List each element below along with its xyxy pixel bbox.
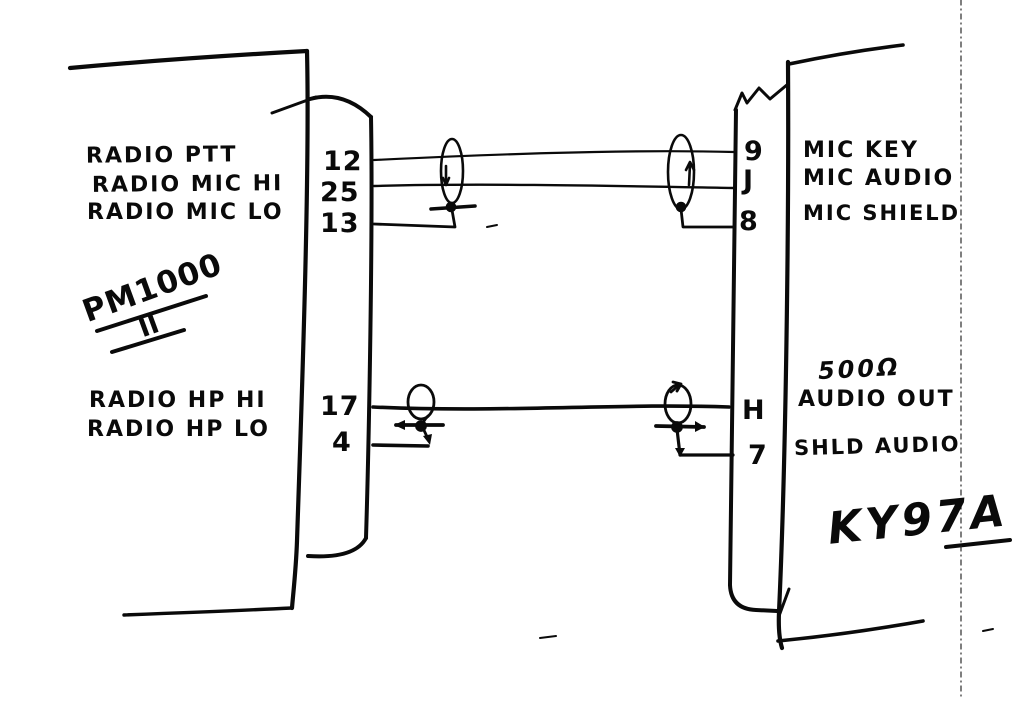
shield-symbol-bottom-right — [654, 380, 706, 457]
label-radio-mic-lo: RADIO MIC LO — [87, 200, 284, 225]
label-impedance-500-ohm: 500Ω — [817, 352, 902, 386]
right-device-model: KY97A — [825, 485, 1011, 555]
pin-9: 9 — [744, 136, 764, 167]
shield-junction-dot — [671, 421, 683, 433]
label-shld-audio: SHLD AUDIO — [793, 431, 961, 461]
wire-hplo — [371, 443, 430, 448]
right-device-outline — [776, 43, 925, 651]
wire-shield-pin7 — [675, 427, 735, 457]
label-radio-ptt: RADIO PTT — [85, 142, 238, 169]
bar-arrowhead — [394, 420, 405, 430]
shield-junction-dot — [445, 201, 457, 213]
pin-j: J — [743, 165, 755, 196]
wire-ptt-mickey — [372, 150, 736, 162]
bar-arrowhead — [695, 421, 705, 432]
shield-symbol-top-right — [666, 133, 696, 213]
pin-13: 13 — [320, 208, 360, 239]
left-device-model-suffix: II — [134, 309, 164, 345]
pin-12: 12 — [323, 146, 363, 177]
wire-michi-micaudio — [372, 183, 736, 190]
left-device-outline — [67, 48, 318, 617]
audio-wires — [371, 404, 735, 457]
shield-symbol-bottom-left — [394, 383, 445, 445]
shield-bar — [654, 424, 706, 429]
pin-4: 4 — [332, 427, 352, 458]
pin-7: 7 — [748, 440, 768, 471]
label-mic-audio: MIC AUDIO — [803, 166, 955, 191]
pin-25: 25 — [320, 177, 360, 208]
label-radio-hp-hi: RADIO HP HI — [89, 388, 267, 413]
pigtail-arrowhead — [423, 434, 432, 445]
shield-junction-dot — [675, 201, 687, 213]
pin-17: 17 — [320, 391, 360, 422]
label-radio-hp-lo: RADIO HP LO — [87, 417, 270, 442]
twist-arrow-icon — [669, 383, 681, 394]
label-mic-key: MIC KEY — [803, 138, 919, 163]
mic-wires — [372, 150, 736, 229]
shield-bar — [429, 204, 477, 211]
pigtail-arrowhead — [675, 448, 685, 457]
wire-hphi-audioout — [371, 404, 731, 411]
twist-arrow-icon — [687, 162, 692, 187]
label-audio-out: AUDIO OUT — [798, 387, 955, 412]
torn-edge — [733, 82, 790, 112]
label-radio-mic-hi: RADIO MIC HI — [91, 171, 284, 198]
pigtail — [420, 414, 431, 443]
stray-marks — [486, 224, 994, 639]
pin-8: 8 — [739, 206, 759, 237]
shield-junction-dot — [415, 420, 427, 432]
pin-h: H — [742, 395, 766, 426]
label-mic-shield: MIC SHIELD — [803, 201, 961, 225]
wire-miclo-shield — [372, 208, 457, 229]
shield-symbol-top-left — [429, 137, 477, 213]
wire-shield-pin8 — [679, 207, 736, 229]
